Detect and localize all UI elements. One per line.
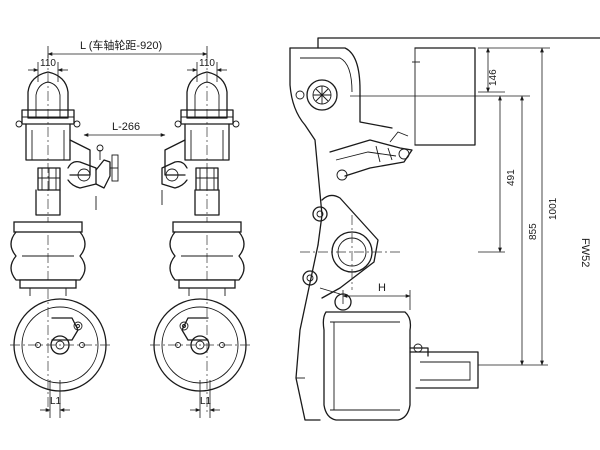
left-air-spring bbox=[10, 221, 86, 296]
pivot-bolt-icon bbox=[306, 79, 338, 111]
dim-h-label: H bbox=[378, 282, 386, 294]
right-wheel-hub bbox=[150, 298, 250, 392]
side-view-dimensions: 146 491 855 1001 H FW52 bbox=[342, 47, 591, 366]
left-wheel-hub bbox=[10, 298, 110, 392]
offset-dimension-label: L-266 bbox=[112, 121, 140, 133]
left-hub-offset-label: L1 bbox=[50, 396, 62, 407]
right-valve-assembly bbox=[161, 160, 188, 205]
left-bracket-width-label: 110 bbox=[40, 58, 56, 69]
side-leveling-valve bbox=[329, 131, 413, 181]
right-hub-offset-label: L1 bbox=[200, 396, 212, 407]
left-bolt-cluster bbox=[37, 167, 61, 191]
side-hanger-bracket bbox=[289, 47, 323, 246]
model-code-label: FW52 bbox=[579, 238, 591, 267]
dim-855-label: 855 bbox=[528, 223, 539, 240]
side-axle-seat bbox=[300, 215, 400, 290]
dim-146-label: 146 bbox=[488, 69, 499, 86]
trailing-arm bbox=[321, 194, 379, 299]
right-bolt-cluster bbox=[195, 167, 219, 191]
left-suspension-unit bbox=[10, 55, 119, 415]
right-air-spring bbox=[169, 221, 245, 296]
side-view bbox=[289, 37, 600, 421]
dim-1001-label: 1001 bbox=[548, 197, 559, 220]
dim-491-label: 491 bbox=[506, 169, 517, 186]
left-valve-assembly bbox=[67, 144, 119, 210]
wheelbase-dimension-label: L (车轴轮距-920) bbox=[80, 38, 162, 52]
right-bracket-width-label: 110 bbox=[199, 58, 215, 69]
front-view-dimensions: L (车轴轮距-920) 110 110 L-266 L1 L1 bbox=[28, 38, 227, 418]
side-air-spring bbox=[322, 311, 429, 421]
frame-rail bbox=[317, 37, 600, 49]
right-suspension-unit bbox=[150, 55, 250, 415]
